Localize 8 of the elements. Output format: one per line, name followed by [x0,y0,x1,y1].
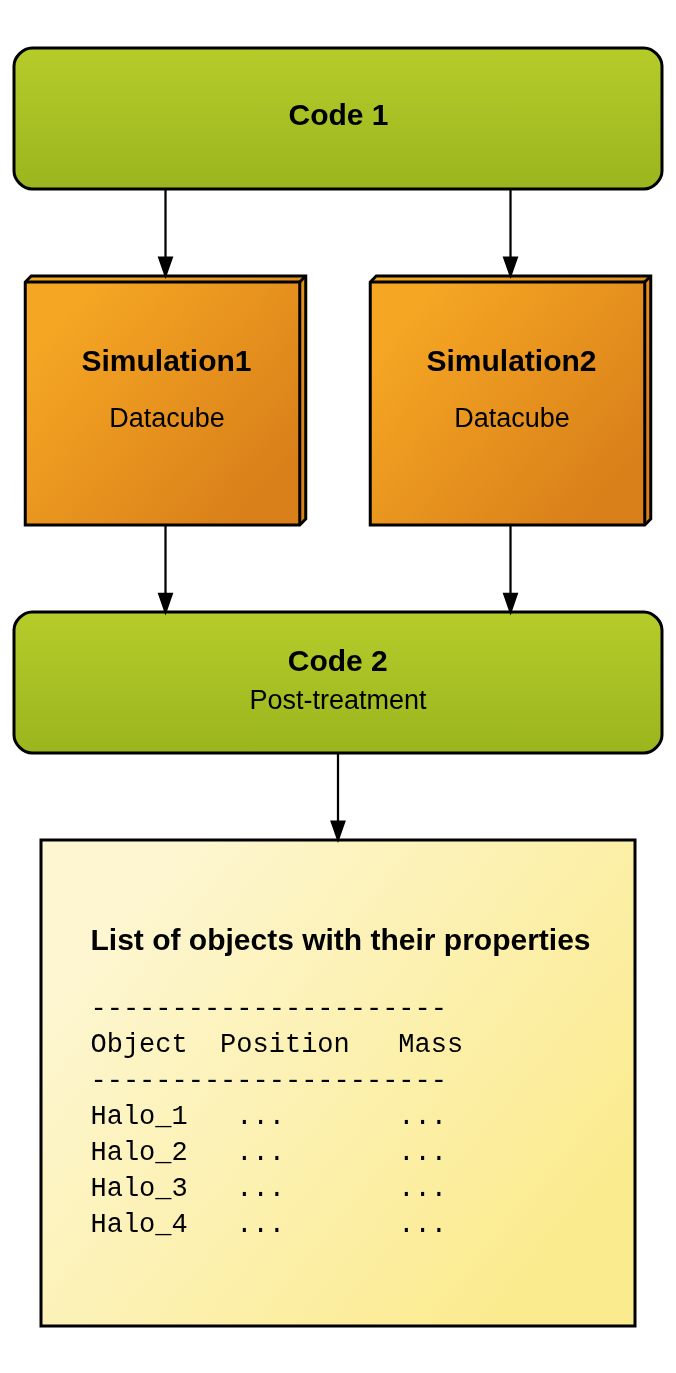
node-box: Code 2 Post-treatment [12,610,664,754]
arrow [330,752,346,843]
arrow [157,524,174,615]
node-box: List of objects with their properties ---------------------- Object Position Mass ---------------------- Halo_1 ... ... Halo_2 ... ... Halo_3 ... ... Halo_4 ... ... [39,838,637,1327]
node-box: Code 1 [12,46,664,190]
arrow [502,524,519,615]
arrow [502,189,519,279]
arrow [157,189,174,279]
